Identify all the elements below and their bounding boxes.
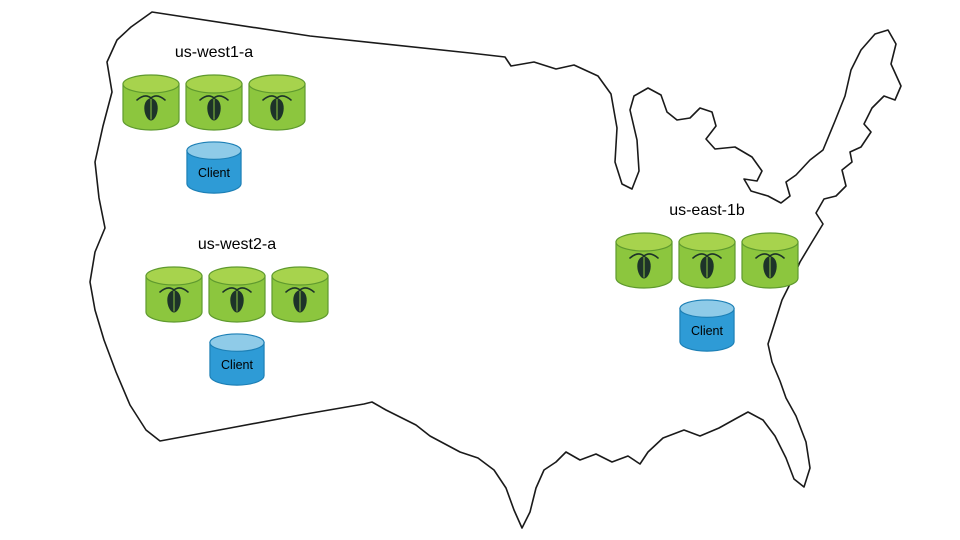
node-row bbox=[614, 232, 800, 290]
db-node-icon bbox=[122, 74, 180, 131]
client-label: Client bbox=[691, 323, 723, 338]
cluster-us-east-1b: us-east-1b Client bbox=[614, 202, 800, 354]
db-node-icon bbox=[741, 232, 799, 289]
cluster-us-west1-a: us-west1-a Client bbox=[121, 44, 307, 196]
client-node: Client bbox=[678, 298, 736, 354]
db-node-icon bbox=[145, 266, 203, 323]
client-node: Client bbox=[208, 332, 266, 388]
us-map-path bbox=[89, 11, 902, 529]
db-node-icon bbox=[271, 266, 329, 323]
cluster-label: us-east-1b bbox=[669, 202, 745, 219]
cluster-label: us-west2-a bbox=[197, 236, 277, 253]
db-node-icon bbox=[185, 74, 243, 131]
node-row bbox=[144, 266, 330, 324]
client-label: Client bbox=[198, 165, 230, 180]
db-node-icon bbox=[678, 232, 736, 289]
node-row bbox=[121, 74, 307, 132]
client-node: Client bbox=[185, 140, 243, 196]
db-node-icon bbox=[248, 74, 306, 131]
cluster-us-west2-a: us-west2-a Client bbox=[144, 236, 330, 388]
db-node-icon bbox=[615, 232, 673, 289]
cluster-label: us-west1-a bbox=[174, 44, 254, 61]
db-node-icon bbox=[208, 266, 266, 323]
client-label: Client bbox=[221, 357, 253, 372]
